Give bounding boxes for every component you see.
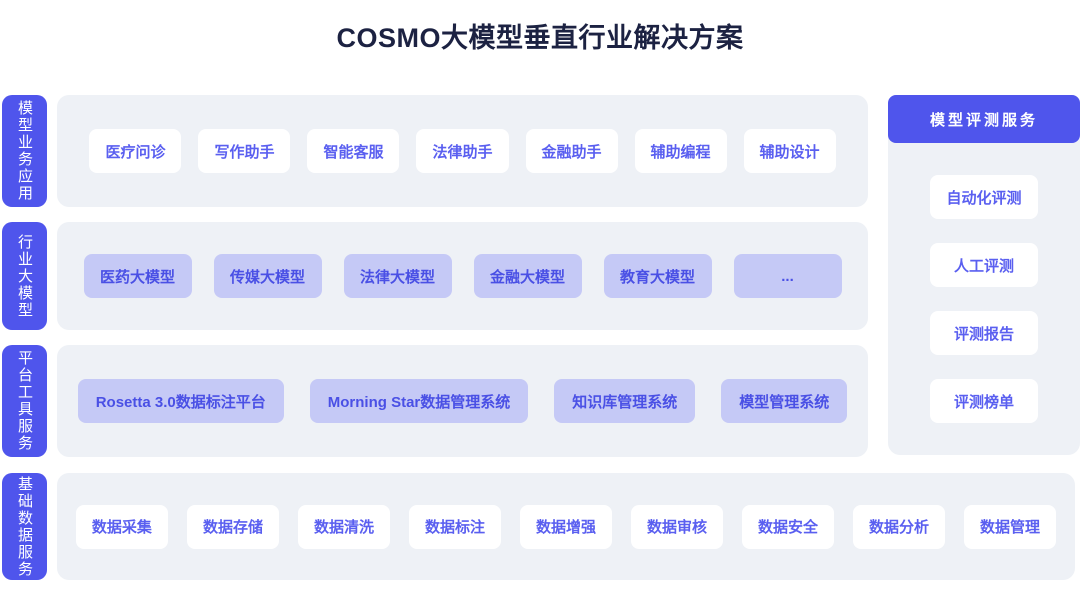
data-service-item: 数据分析 [853, 504, 946, 549]
tool-item: 知识库管理系统 [554, 379, 696, 423]
tab-platform-tool-services: 平台工具服务 [2, 345, 47, 457]
tab-industry-large-models: 行业大模型 [2, 222, 47, 330]
tab-label: 行业大模型 [16, 233, 33, 319]
model-item: 教育大模型 [603, 254, 712, 298]
tab-label: 平台工具服务 [16, 350, 33, 452]
model-item: 金融大模型 [473, 254, 582, 298]
model-item-more: ... [733, 254, 842, 298]
page-title: COSMO大模型垂直行业解决方案 [336, 23, 744, 53]
evaluation-item: 自动化评测 [930, 175, 1038, 219]
app-item: 写作助手 [198, 129, 291, 173]
data-service-item: 数据采集 [75, 504, 168, 549]
app-item: 医疗问诊 [89, 129, 182, 173]
row-basic-data-services: 数据采集 数据存储 数据清洗 数据标注 数据增强 数据审核 数据安全 数据分析 … [57, 473, 1075, 580]
evaluation-item: 评测榜单 [930, 379, 1038, 423]
data-service-item: 数据存储 [186, 504, 279, 549]
model-item: 法律大模型 [343, 254, 452, 298]
data-service-item: 数据标注 [408, 504, 501, 549]
tab-model-business-applications: 模型业务应用 [2, 95, 47, 207]
panel-header-model-evaluation-services: 模型评测服务 [888, 95, 1080, 143]
app-item: 金融助手 [525, 129, 618, 173]
data-service-item: 数据安全 [742, 504, 835, 549]
app-item: 辅助编程 [634, 129, 727, 173]
tab-label: 基础数据服务 [16, 475, 33, 578]
app-item: 辅助设计 [743, 129, 836, 173]
data-service-item: 数据管理 [964, 504, 1057, 549]
tool-item: 模型管理系统 [721, 379, 848, 423]
row-industry-large-models: 医药大模型 传媒大模型 法律大模型 金融大模型 教育大模型 ... [57, 222, 868, 330]
evaluation-item: 评测报告 [930, 311, 1038, 355]
data-service-item: 数据清洗 [297, 504, 390, 549]
app-item: 法律助手 [416, 129, 509, 173]
tool-item: Rosetta 3.0数据标注平台 [77, 379, 284, 423]
app-item: 智能客服 [307, 129, 400, 173]
evaluation-item: 人工评测 [930, 243, 1038, 287]
row-model-business-applications: 医疗问诊 写作助手 智能客服 法律助手 金融助手 辅助编程 辅助设计 [57, 95, 868, 207]
data-service-item: 数据审核 [631, 504, 724, 549]
panel-model-evaluation-services: 自动化评测 人工评测 评测报告 评测榜单 [888, 95, 1080, 455]
data-service-item: 数据增强 [519, 504, 612, 549]
row-platform-tool-services: Rosetta 3.0数据标注平台 Morning Star数据管理系统 知识库… [57, 345, 868, 457]
tool-item: Morning Star数据管理系统 [309, 379, 529, 423]
model-item: 医药大模型 [83, 254, 192, 298]
model-item: 传媒大模型 [213, 254, 322, 298]
tab-label: 模型业务应用 [16, 100, 33, 202]
tab-basic-data-services: 基础数据服务 [2, 473, 47, 580]
